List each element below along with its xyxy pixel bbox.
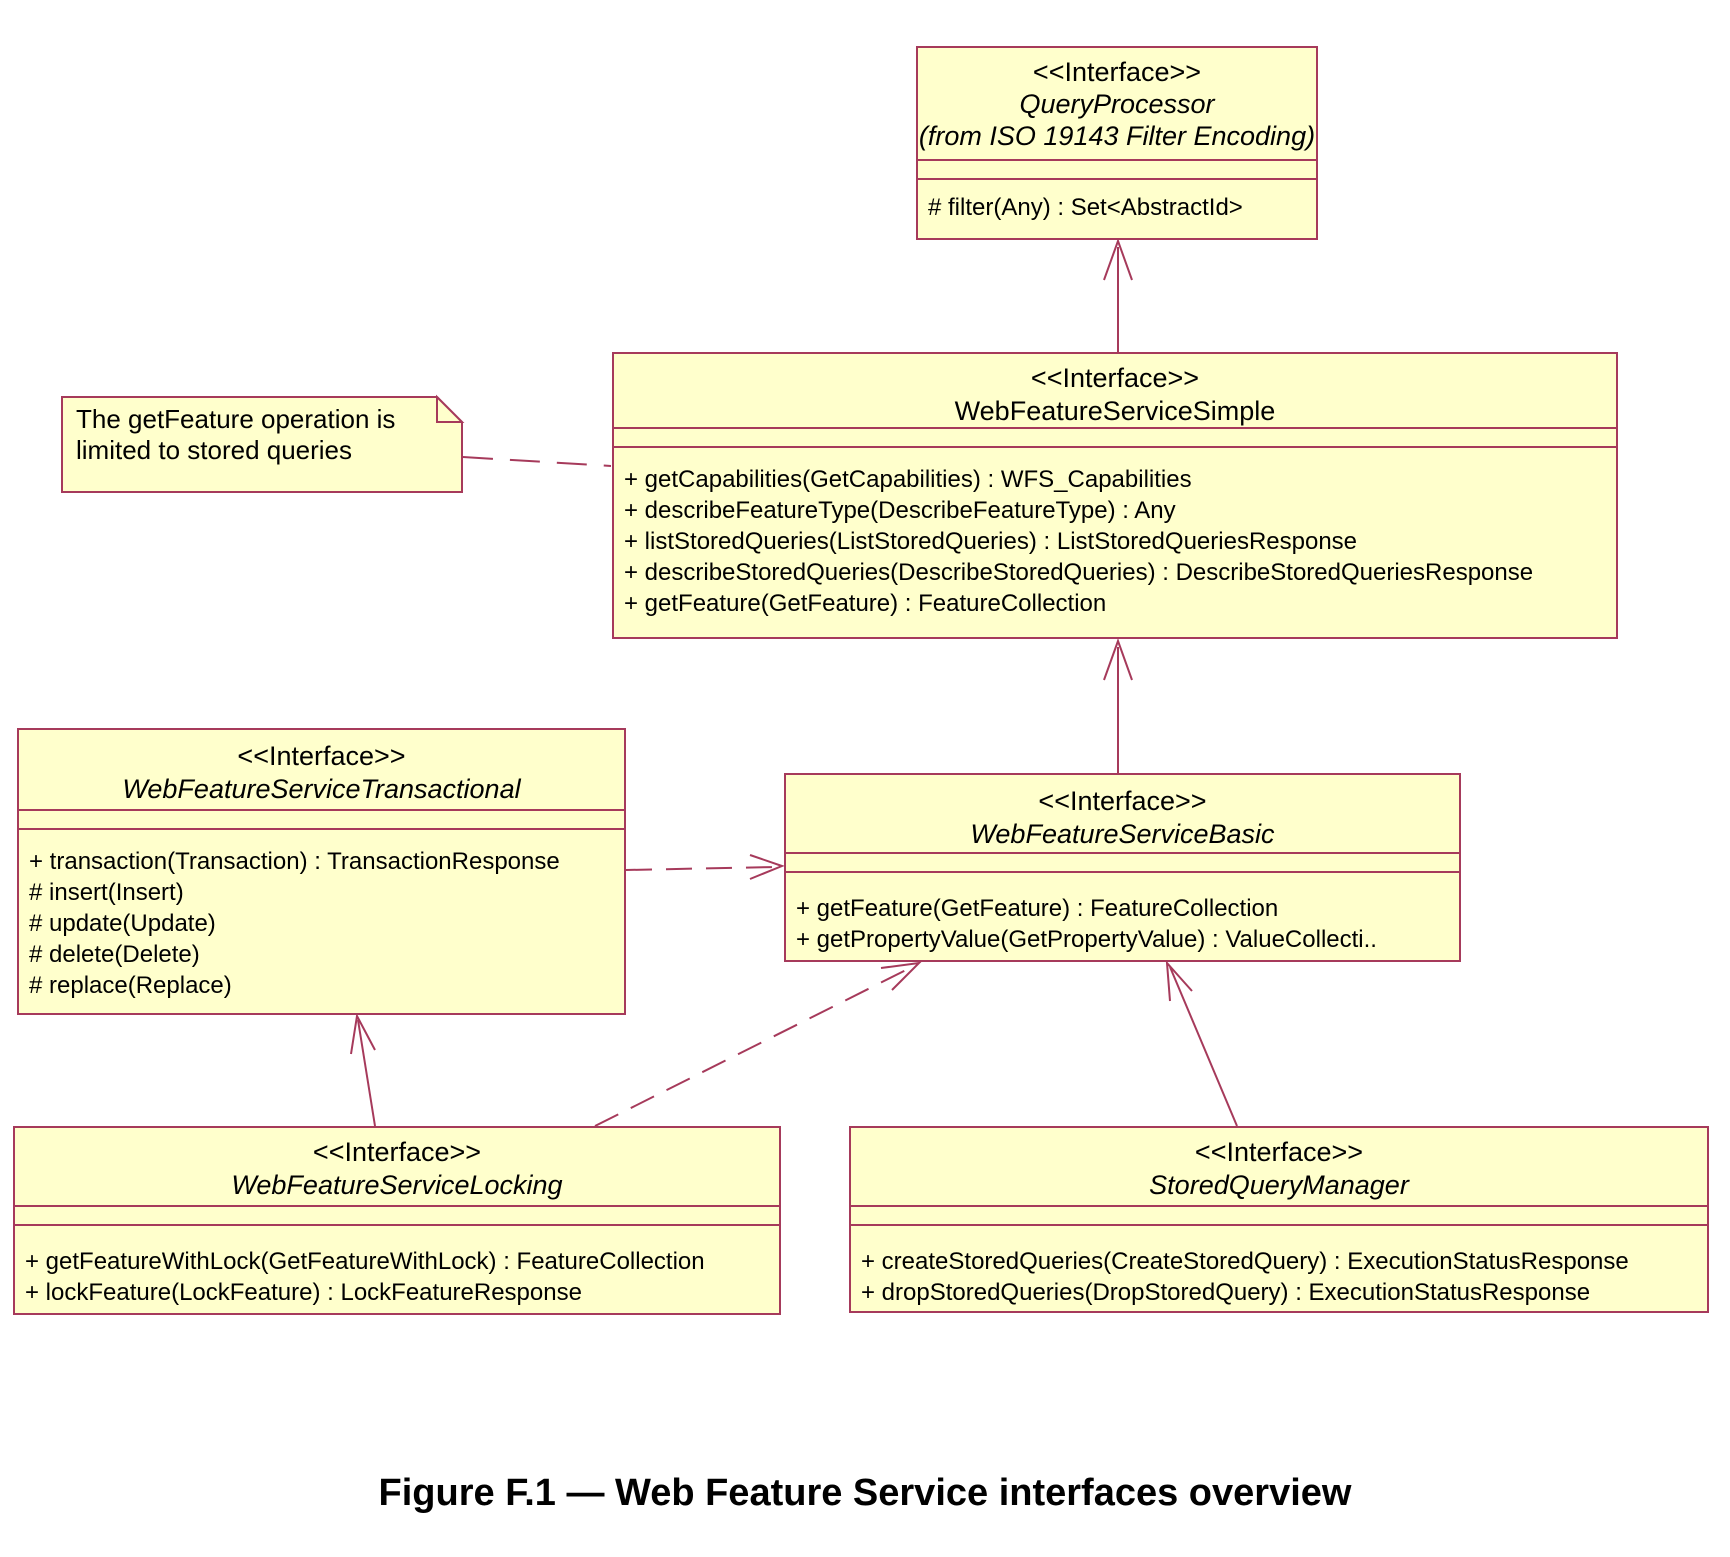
- method-lockfeature: + lockFeature(LockFeature) : LockFeature…: [25, 1279, 582, 1306]
- attributes-compartment: [19, 809, 624, 830]
- attributes-compartment: [15, 1205, 779, 1226]
- method-liststoredqueries: + listStoredQueries(ListStoredQueries) :…: [624, 528, 1358, 555]
- method-filter: # filter(Any) : Set<AbstractId>: [928, 194, 1243, 221]
- uml-class-webfeatureservicesimple: <<Interface>> WebFeatureServiceSimple + …: [612, 352, 1618, 639]
- method-update: # update(Update): [29, 910, 216, 937]
- note-anchor-line: [462, 456, 612, 467]
- method-getpropertyvalue: + getPropertyValue(GetPropertyValue) : V…: [796, 926, 1377, 953]
- note-text: The getFeature operation is limited to s…: [76, 404, 396, 465]
- method-replace: # replace(Replace): [29, 972, 232, 999]
- uml-class-webfeatureservicelocking: <<Interface>> WebFeatureServiceLocking +…: [13, 1126, 781, 1315]
- figure-caption: Figure F.1 — Web Feature Service interfa…: [378, 1472, 1352, 1514]
- stereotype-label: <<Interface>>: [1194, 1137, 1364, 1167]
- uml-class-webfeatureservicetransactional: <<Interface>> WebFeatureServiceTransacti…: [17, 728, 626, 1015]
- stereotype-label: <<Interface>>: [312, 1137, 482, 1167]
- class-name-webfeatureservicebasic: WebFeatureServiceBasic: [970, 819, 1275, 849]
- generalization-locking-to-transactional: [350, 1012, 376, 1127]
- method-createstoredqueries: + createStoredQueries(CreateStoredQuery)…: [861, 1248, 1629, 1275]
- class-name-storedquerymanager: StoredQueryManager: [1149, 1170, 1409, 1200]
- attributes-compartment: [786, 852, 1459, 873]
- stereotype-label: <<Interface>>: [237, 741, 406, 771]
- attributes-compartment: [614, 427, 1616, 448]
- method-dropstoredqueries: + dropStoredQueries(DropStoredQuery) : E…: [861, 1279, 1591, 1306]
- uml-class-webfeatureservicebasic: <<Interface>> WebFeatureServiceBasic + g…: [784, 773, 1461, 962]
- method-getfeature: + getFeature(GetFeature) : FeatureCollec…: [624, 590, 1107, 617]
- stereotype-label: <<Interface>>: [1038, 786, 1207, 816]
- note-shape: [61, 394, 465, 493]
- uml-class-storedquerymanager: <<Interface>> StoredQueryManager + creat…: [849, 1126, 1709, 1313]
- stereotype-label: <<Interface>>: [1030, 363, 1200, 393]
- generalization-basic-to-simple: [1103, 638, 1133, 773]
- uml-class-queryprocessor: <<Interface>> QueryProcessor (from ISO 1…: [916, 46, 1318, 240]
- generalization-sqm-to-basic: [1165, 960, 1238, 1127]
- class-name-webfeatureservicelocking: WebFeatureServiceLocking: [231, 1170, 563, 1200]
- class-name-webfeatureservicetransactional: WebFeatureServiceTransactional: [122, 774, 521, 804]
- stereotype-label: <<Interface>>: [1032, 57, 1202, 87]
- method-insert: # insert(Insert): [29, 879, 184, 906]
- attributes-compartment: [918, 159, 1316, 180]
- method-getfeature: + getFeature(GetFeature) : FeatureCollec…: [796, 895, 1279, 922]
- method-getfeaturewithlock: + getFeatureWithLock(GetFeatureWithLock)…: [25, 1248, 705, 1275]
- method-delete: # delete(Delete): [29, 941, 200, 968]
- class-name-webfeatureservicesimple: WebFeatureServiceSimple: [954, 396, 1276, 426]
- method-describestoredqueries: + describeStoredQueries(DescribeStoredQu…: [624, 559, 1534, 586]
- class-name-queryprocessor: QueryProcessor: [1019, 89, 1215, 119]
- method-transaction: + transaction(Transaction) : Transaction…: [29, 848, 560, 875]
- method-getcapabilities: + getCapabilities(GetCapabilities) : WFS…: [624, 466, 1192, 493]
- attributes-compartment: [851, 1205, 1707, 1226]
- method-describefeaturetype: + describeFeatureType(DescribeFeatureTyp…: [624, 497, 1176, 524]
- class-origin-label: (from ISO 19143 Filter Encoding): [918, 121, 1316, 151]
- dependency-transactional-to-basic: [625, 854, 785, 880]
- generalization-simple-to-queryprocessor: [1103, 238, 1133, 352]
- dependency-locking-to-basic: [594, 961, 922, 1127]
